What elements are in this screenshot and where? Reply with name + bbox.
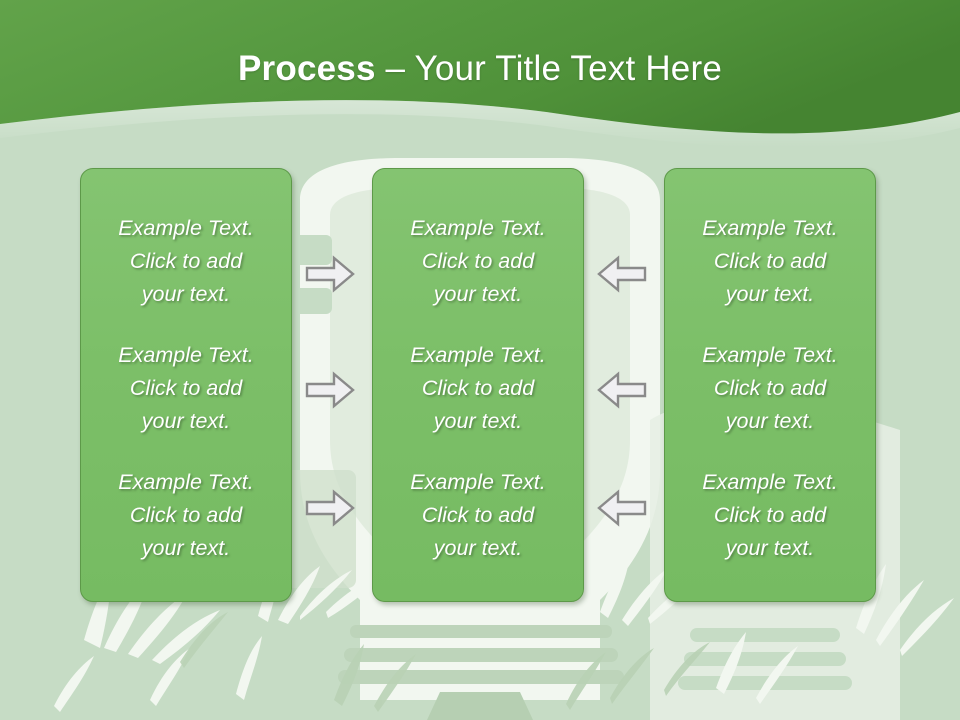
text-block[interactable]: Example Text. Click to add your text.: [118, 216, 254, 306]
arrow-left-icon[interactable]: [596, 254, 648, 294]
arrow-left-icon[interactable]: [596, 488, 648, 528]
text-block[interactable]: Example Text. Click to add your text.: [410, 216, 546, 306]
page-title-light: – Your Title Text Here: [375, 49, 722, 88]
text-block[interactable]: Example Text. Click to add your text.: [702, 343, 838, 433]
page-title-strong: Process: [238, 49, 376, 88]
text-block[interactable]: Example Text. Click to add your text.: [410, 470, 546, 560]
text-block[interactable]: Example Text. Click to add your text.: [702, 470, 838, 560]
text-block[interactable]: Example Text. Click to add your text.: [702, 216, 838, 306]
text-block[interactable]: Example Text. Click to add your text.: [410, 343, 546, 433]
process-column-1[interactable]: Example Text. Click to add your text. Ex…: [80, 168, 292, 602]
process-column-3[interactable]: Example Text. Click to add your text. Ex…: [664, 168, 876, 602]
text-block[interactable]: Example Text. Click to add your text.: [118, 470, 254, 560]
arrow-left-icon[interactable]: [596, 370, 648, 410]
process-column-2[interactable]: Example Text. Click to add your text. Ex…: [372, 168, 584, 602]
arrow-right-icon[interactable]: [304, 370, 356, 410]
arrow-right-icon[interactable]: [304, 488, 356, 528]
page-title: Process – Your Title Text Here: [0, 47, 960, 91]
text-block[interactable]: Example Text. Click to add your text.: [118, 343, 254, 433]
arrow-right-icon[interactable]: [304, 254, 356, 294]
